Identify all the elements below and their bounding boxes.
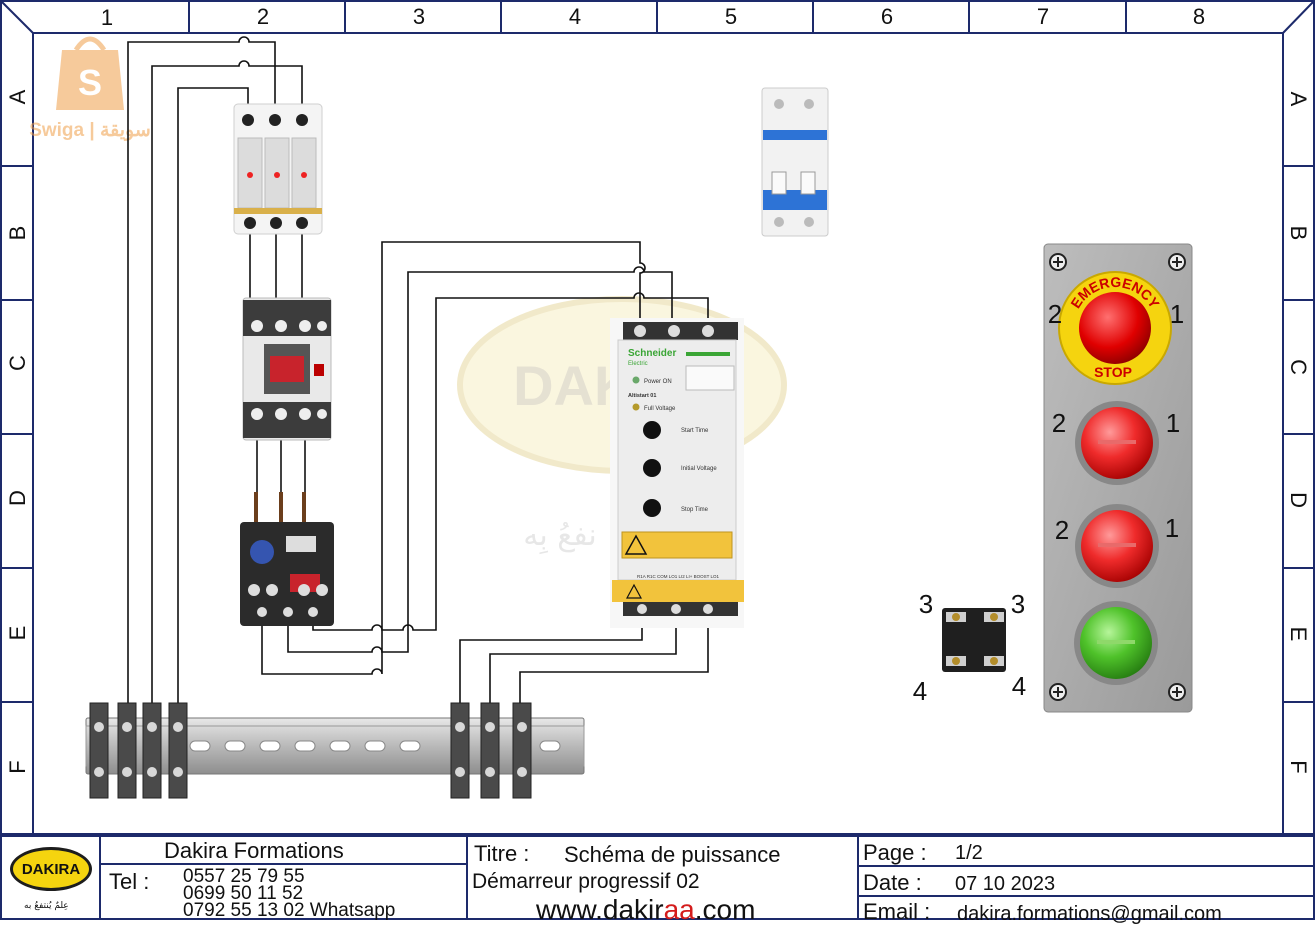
power-wiring bbox=[127, 36, 709, 712]
logo-cell: DAKIRA عِلمٌ يُنتفعُ به bbox=[0, 835, 101, 920]
website-mid: aa bbox=[663, 894, 695, 925]
phone-3: 0792 55 13 02 Whatsapp bbox=[183, 900, 396, 921]
softstarter-start-time: Start Time bbox=[681, 428, 709, 434]
terminal-blocks bbox=[89, 702, 532, 799]
titre-value: Schéma de puissance bbox=[564, 842, 781, 867]
row-label-left-c: C bbox=[5, 355, 30, 371]
row-label-right-c: C bbox=[1286, 359, 1311, 375]
auxiliary-contact-block bbox=[942, 608, 1006, 672]
row-label-left-d: D bbox=[5, 490, 30, 506]
softstarter-full-voltage: Full Voltage bbox=[644, 406, 676, 412]
fuse-holder bbox=[233, 103, 323, 235]
softstarter-model: Altistart 01 bbox=[628, 393, 656, 399]
row-label-left-f: F bbox=[5, 760, 30, 773]
dakira-logo-slogan: عِلمٌ يُنتفعُ به bbox=[24, 901, 69, 911]
contact-terminal-bottom-right: 4 bbox=[1012, 671, 1026, 701]
drawing-frame bbox=[0, 0, 1315, 835]
page-cell: Page : 1/2 bbox=[857, 835, 1315, 867]
softstarter-initial-voltage: Initial Voltage bbox=[681, 466, 717, 472]
column-label-1: 1 bbox=[101, 5, 113, 30]
svg-text:S: S bbox=[78, 62, 102, 103]
softstarter-bottom-terminals: R1A R1C COM LO1 LI2 LI+ BOOST LO1 bbox=[637, 574, 720, 579]
slogan-watermark-text: نفعُ بِه bbox=[523, 518, 596, 555]
column-label-4: 4 bbox=[569, 4, 581, 29]
row-label-right-e: E bbox=[1286, 627, 1311, 642]
page-label: Page : bbox=[863, 840, 927, 865]
row-label-right-f: F bbox=[1286, 760, 1311, 773]
red1-terminal-left: 2 bbox=[1052, 408, 1066, 438]
contact-terminal-bottom-left: 4 bbox=[913, 676, 927, 706]
column-label-3: 3 bbox=[413, 4, 425, 29]
column-label-6: 6 bbox=[881, 4, 893, 29]
contact-cell: Tel : 0557 25 79 55 0699 50 11 52 0792 5… bbox=[99, 863, 468, 920]
softstarter-brand: Schneider bbox=[628, 348, 676, 359]
website-link[interactable]: www.dakiraa.com bbox=[536, 894, 755, 926]
softstarter-stop-time: Stop Time bbox=[681, 507, 709, 513]
contact-terminal-top-right: 3 bbox=[1011, 589, 1025, 619]
page-value: 1/2 bbox=[955, 842, 983, 864]
wiring-diagram: 1 2 3 4 5 6 7 8 A B C D E F A B C D E F … bbox=[0, 0, 1315, 835]
subtitle: Démarreur progressif 02 bbox=[472, 870, 700, 893]
row-label-right-a: A bbox=[1286, 92, 1311, 107]
red2-terminal-left: 2 bbox=[1055, 515, 1069, 545]
row-label-left-b: B bbox=[5, 226, 30, 241]
red-push-button-1[interactable] bbox=[1075, 401, 1159, 485]
red2-terminal-right: 1 bbox=[1165, 513, 1179, 543]
overload-relay bbox=[240, 492, 334, 626]
green-push-button[interactable] bbox=[1074, 601, 1158, 685]
phone-2: 0699 50 11 52 bbox=[183, 883, 304, 904]
emergency-label-bottom: STOP bbox=[1094, 364, 1132, 380]
contactor bbox=[242, 297, 332, 441]
email-cell: Email : dakira.formations@gmail.com bbox=[857, 895, 1315, 925]
title-block: DAKIRA عِلمٌ يُنتفعُ به Dakira Formation… bbox=[0, 835, 1315, 925]
email-value[interactable]: dakira.formations@gmail.com bbox=[957, 903, 1222, 925]
tel-label: Tel : bbox=[109, 869, 150, 894]
row-label-left-a: A bbox=[5, 89, 30, 104]
title-cell: Titre : Schéma de puissance Démarreur pr… bbox=[466, 835, 859, 925]
date-value: 07 10 2023 bbox=[955, 873, 1056, 895]
red1-terminal-right: 1 bbox=[1166, 408, 1180, 438]
swiga-watermark-text: Swiga | سويقة bbox=[29, 120, 151, 141]
dakira-logo-text: DAKIRA bbox=[21, 860, 81, 878]
row-label-left-e: E bbox=[5, 626, 30, 641]
red-push-button-2[interactable] bbox=[1075, 504, 1159, 588]
emergency-stop-button[interactable]: EMERGENCY STOP bbox=[1058, 271, 1172, 385]
date-label: Date : bbox=[863, 870, 922, 895]
company-cell: Dakira Formations bbox=[99, 835, 468, 865]
soft-starter: Schneider Electric Power ON Altistart 01… bbox=[610, 318, 744, 628]
column-label-2: 2 bbox=[257, 4, 269, 29]
row-label-right-b: B bbox=[1286, 226, 1311, 241]
company-name: Dakira Formations bbox=[164, 838, 344, 863]
contact-terminal-top-left: 3 bbox=[919, 589, 933, 619]
panel-screw-icons bbox=[1049, 253, 1186, 701]
titre-label: Titre : bbox=[474, 841, 530, 866]
email-label: Email : bbox=[863, 899, 931, 924]
column-label-5: 5 bbox=[725, 4, 737, 29]
website-pre: www.dakir bbox=[536, 894, 664, 925]
emergency-terminal-left: 2 bbox=[1048, 299, 1062, 329]
row-label-right-d: D bbox=[1286, 492, 1311, 508]
column-label-8: 8 bbox=[1193, 4, 1205, 29]
phone-1: 0557 25 79 55 bbox=[183, 866, 305, 887]
softstarter-power-on: Power ON bbox=[644, 379, 672, 385]
emergency-terminal-right: 1 bbox=[1170, 299, 1184, 329]
swiga-watermark: S Swiga | سويقة bbox=[29, 36, 151, 141]
column-label-7: 7 bbox=[1037, 4, 1049, 29]
softstarter-brand-sub: Electric bbox=[628, 361, 648, 367]
website-post: .com bbox=[694, 894, 756, 925]
date-cell: Date : 07 10 2023 bbox=[857, 865, 1315, 897]
push-button-panel: EMERGENCY STOP bbox=[1043, 243, 1193, 713]
dakira-logo: DAKIRA bbox=[10, 847, 92, 891]
circuit-breaker bbox=[761, 87, 829, 237]
